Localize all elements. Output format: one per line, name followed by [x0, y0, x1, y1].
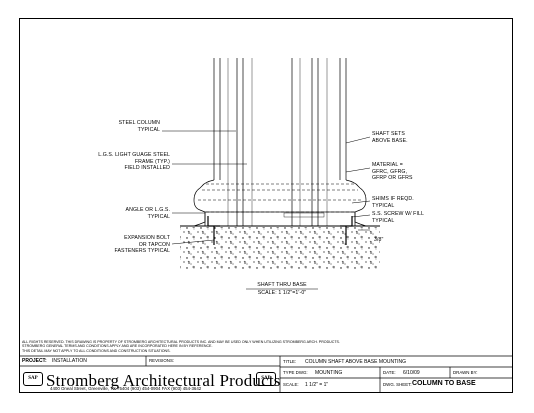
- title-value: COLUMN SHAFT ABOVE BASE MOUNTING: [305, 359, 407, 365]
- detail-scale: SCALE: 1 1/2"=1'-0": [257, 290, 307, 296]
- label-expansion-bolt: EXPANSION BOLT OR TAPCON FASTENERS TYPIC…: [114, 235, 170, 254]
- label-steel-column: STEEL COLUMN TYPICAL: [118, 120, 160, 133]
- label-dimension: 3/8": [374, 237, 384, 243]
- revisions-label: REVISIONS:: [149, 358, 175, 363]
- sheet-border: [19, 18, 513, 393]
- project-value: INSTALLATION: [52, 358, 87, 364]
- scale-label: SCALE:: [283, 382, 299, 387]
- leader-shims: [351, 200, 371, 204]
- type-label: TYPE DWG:: [283, 370, 308, 375]
- plinth-outline: [204, 211, 356, 227]
- leader-shaft-sets: [345, 136, 371, 144]
- detail-title: SHAFT THRU BASE: [257, 282, 307, 288]
- angle-left: [207, 216, 220, 227]
- label-lgs-frame: L.G.S. LIGHT GUAGE STEEL FRAME (TYP.) FI…: [98, 152, 170, 171]
- label-shaft-sets: SHAFT SETS ABOVE BASE.: [372, 131, 408, 144]
- project-label: PROJECT:: [22, 358, 47, 364]
- label-angle: ANGLE OR L.G.S. TYPICAL: [125, 207, 170, 220]
- concrete-slab: [180, 227, 380, 269]
- logo-text-right: SAP: [261, 376, 271, 381]
- type-value: MOUNTING: [315, 370, 343, 376]
- title-label: TITLE:: [283, 359, 297, 364]
- label-material: MATERIAL = GFRC, GFRG, GFRP OR GFRS: [372, 162, 413, 181]
- date-value: 6/10/09: [403, 370, 420, 376]
- label-ss-screw: S.S. SCREW W/ FILL TYPICAL: [372, 211, 424, 224]
- leader-material: [345, 167, 371, 173]
- company-logo-left: SAP: [23, 372, 43, 386]
- label-shims: SHIMS IF REQD. TYPICAL: [372, 196, 414, 209]
- base-profile-right: [345, 179, 367, 227]
- sheet-value: COLUMN TO BASE: [412, 380, 476, 387]
- scale-value: 1 1/2" = 1": [305, 382, 329, 388]
- company-name: Stromberg Architectural Products: [46, 371, 281, 390]
- company-logo-right: SAP: [256, 372, 276, 386]
- shim-block: [283, 212, 325, 218]
- leader-expansion-bolt: [171, 239, 215, 245]
- base-profile-left: [193, 179, 215, 227]
- legal-notes: ALL RIGHTS RESERVED. THIS DRAWING IS PRO…: [22, 340, 340, 353]
- date-label: DATE:: [383, 370, 396, 375]
- leader-ss-screw: [351, 214, 371, 218]
- company-address: 4400 Oneal Street, Greenville, TX 75404 …: [50, 386, 202, 391]
- drawn-by-label: DRAWN BY:: [453, 370, 478, 375]
- logo-text-left: SAP: [28, 376, 38, 381]
- sheet-label: DWG. SHEET:: [383, 382, 412, 387]
- angle-right: [340, 216, 353, 227]
